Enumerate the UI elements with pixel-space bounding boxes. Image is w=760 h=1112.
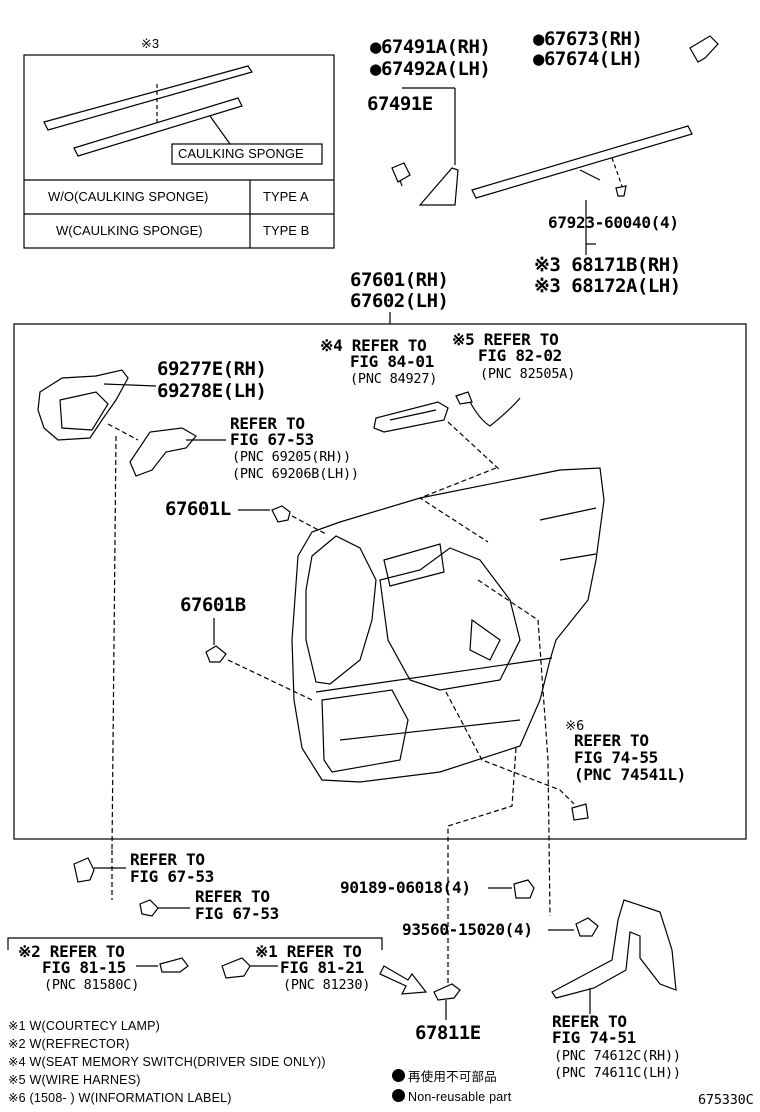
part-67601: 67601(RH) (350, 269, 449, 291)
footnote-6: ※6 (1508- ) W(INFORMATION LABEL) (8, 1091, 232, 1105)
clip-67491e (391, 162, 411, 183)
clip-90189 (513, 879, 535, 899)
handle-bezel (37, 369, 129, 441)
lamp-part (221, 957, 251, 979)
part-69277e: 69277E(RH) (157, 358, 267, 380)
part-67674: ●67674(LH) (533, 48, 643, 70)
ref6-line3: (PNC 74541L) (574, 765, 686, 784)
arrow (379, 965, 428, 995)
ref5-line3: (PNC 82505A) (480, 366, 576, 382)
wire-harness (455, 391, 473, 405)
ref-a-line1: REFER TO (130, 850, 205, 869)
ref-b-line2: FIG 67-53 (195, 904, 279, 923)
inset-row-1-type: TYPE A (263, 189, 309, 204)
part-68172a: ※3 68172A(LH) (534, 275, 681, 297)
belt-molding (471, 125, 693, 199)
ref5-line2: FIG 82-02 (478, 346, 562, 365)
part-67601l: 67601L (165, 498, 231, 520)
ref5-line1: ※5 REFER TO (452, 330, 559, 349)
clip-67601b (205, 645, 227, 663)
part-67602: 67602(LH) (350, 290, 449, 312)
legend-en: Non-reusable part (392, 1089, 511, 1104)
inset-row-2-condition: W(CAULKING SPONGE) (56, 223, 203, 238)
part-90189: 90189-06018(4) (340, 878, 471, 897)
part-67491e: 67491E (367, 93, 433, 115)
ref-handle-line3: (PNC 69205(RH)) (232, 449, 351, 465)
inset-row-2-type: TYPE B (263, 223, 310, 238)
bracket-67673 (689, 35, 719, 63)
memory-switch (373, 401, 449, 433)
part-93560: 93560-15020(4) (402, 920, 533, 939)
caulking-sponge-label: CAULKING SPONGE (178, 146, 304, 161)
part-67492a: ●67492A(LH) (370, 58, 491, 80)
screw-93560 (575, 917, 599, 937)
ref-trim-line4: (PNC 74611C(LH)) (554, 1065, 681, 1081)
inset-mark: ※3 (141, 36, 160, 51)
ref4-line1: ※4 REFER TO (320, 336, 427, 355)
caulking-box (171, 143, 323, 165)
mirror-cover (418, 167, 459, 206)
footnote-4: ※4 W(SEAT MEMORY SWITCH(DRIVER SIDE ONLY… (8, 1055, 326, 1069)
armrest-trim (551, 899, 677, 999)
main-box (13, 323, 747, 840)
info-label (571, 803, 589, 821)
ref-handle-line2: FIG 67-53 (230, 430, 314, 449)
ref1-line3: (PNC 81230) (283, 977, 371, 993)
footnote-2: ※2 W(REFRECTOR) (8, 1037, 130, 1051)
part-67673: ●67673(RH) (533, 28, 643, 50)
footnote-1: ※1 W(COURTECY LAMP) (8, 1019, 161, 1033)
inset-box (23, 54, 335, 249)
ref2-line3: (PNC 81580C) (44, 977, 140, 993)
ref-trim-line1: REFER TO (552, 1012, 627, 1031)
ref1-line2: FIG 81-21 (280, 958, 364, 977)
screw-lower (139, 899, 159, 917)
ref-b-line1: REFER TO (195, 887, 270, 906)
figure-number: 675330C (698, 1092, 754, 1108)
part-67491a: ●67491A(RH) (370, 36, 491, 58)
ref6-mark: ※6 (565, 718, 585, 734)
part-67923: 67923-60040(4) (548, 213, 679, 232)
part-69278e: 69278E(LH) (157, 380, 267, 402)
ref2-line2: FIG 81-15 (42, 958, 126, 977)
part-67811e: 67811E (415, 1022, 481, 1044)
ref4-line3: (PNC 84927) (350, 371, 438, 387)
ref2-line1: ※2 REFER TO (18, 942, 125, 961)
legend-jp: 再使用不可部品 (392, 1069, 497, 1084)
inner-handle (129, 427, 197, 477)
inset-row-1-condition: W/O(CAULKING SPONGE) (48, 189, 209, 204)
ref-handle-line1: REFER TO (230, 414, 305, 433)
door-trim-panel (291, 467, 605, 783)
ref-trim-line2: FIG 74-51 (552, 1028, 636, 1047)
screw-67601l (271, 505, 291, 523)
ref1-line1: ※1 REFER TO (255, 942, 362, 961)
ref6-line1: REFER TO (574, 731, 649, 750)
part-67601b: 67601B (180, 594, 246, 616)
clip-67923 (615, 185, 627, 197)
inset-molding-b (73, 97, 243, 157)
reflector-part (159, 957, 189, 973)
pad-part (73, 857, 95, 883)
handle-cover (433, 983, 461, 1001)
ref6-line2: FIG 74-55 (574, 748, 658, 767)
ref-trim-line3: (PNC 74612C(RH)) (554, 1048, 681, 1064)
footnote-5: ※5 W(WIRE HARNES) (8, 1073, 141, 1087)
ref-handle-line4: (PNC 69206B(LH)) (232, 466, 359, 482)
ref4-line2: FIG 84-01 (350, 352, 434, 371)
non-reusable-dot-icon (392, 1089, 405, 1102)
ref-a-line2: FIG 67-53 (130, 867, 214, 886)
inset-molding-a (43, 65, 253, 131)
non-reusable-dot-icon (392, 1069, 405, 1082)
part-68171b: ※3 68171B(RH) (534, 254, 681, 276)
